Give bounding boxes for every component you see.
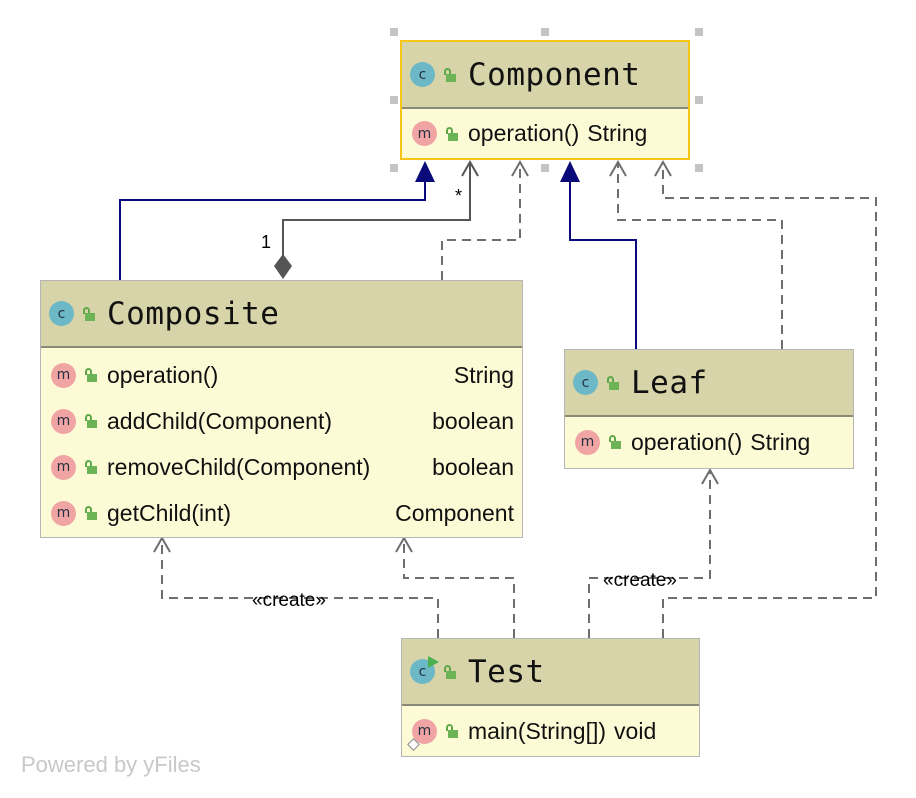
run-icon — [428, 656, 439, 668]
method-return-type: boolean — [432, 407, 514, 434]
public-lock-icon — [608, 435, 621, 449]
create-test-composite[interactable] — [153, 535, 439, 638]
class-name: Composite — [107, 295, 280, 332]
generalization-leaf-component[interactable] — [560, 161, 637, 349]
dependency-test-component[interactable] — [654, 159, 877, 638]
method-icon: m — [51, 500, 76, 526]
class-composite[interactable]: c Composite m operation() String m addCh… — [40, 280, 523, 538]
public-lock-icon — [445, 126, 458, 141]
dependency-test-composite[interactable] — [395, 535, 515, 638]
method-icon: m — [412, 121, 437, 146]
public-lock-icon — [84, 414, 97, 428]
class-header: c Component — [402, 42, 688, 109]
method-row[interactable]: m operation() String — [402, 109, 688, 158]
generalization-composite-component[interactable] — [119, 161, 435, 280]
aggregation-composite-component[interactable] — [274, 159, 479, 279]
selection-handle[interactable] — [695, 96, 703, 104]
method-icon: m — [51, 362, 76, 388]
public-lock-icon — [443, 664, 456, 679]
class-icon: c — [49, 301, 74, 326]
method-row[interactable]: m getChild(int) Component — [41, 490, 522, 536]
multiplicity-source: 1 — [261, 232, 272, 252]
method-return-type: String — [453, 361, 514, 388]
method-name: getChild(int) — [107, 499, 231, 526]
method-icon: m — [575, 429, 600, 455]
public-lock-icon — [445, 724, 458, 738]
class-header: c Leaf — [565, 350, 853, 417]
class-test[interactable]: c Test m main(String[]) void — [401, 638, 700, 757]
public-lock-icon — [82, 306, 95, 321]
method-name: addChild(Component) — [107, 407, 333, 434]
selection-handle[interactable] — [390, 96, 398, 104]
class-component[interactable]: c Component m operation() String — [400, 40, 690, 160]
selection-handle[interactable] — [695, 164, 703, 172]
method-row[interactable]: m addChild(Component) boolean — [41, 398, 522, 444]
method-icon-letter: m — [417, 723, 432, 739]
method-name: removeChild(Component) — [107, 453, 371, 480]
create-label-right: «create» — [603, 570, 677, 591]
class-name: Component — [468, 56, 641, 93]
method-return-type: String — [750, 428, 811, 455]
method-return-type: String — [587, 120, 648, 146]
selection-handle[interactable] — [541, 28, 549, 36]
class-name: Test — [468, 653, 545, 690]
dependency-composite-component[interactable] — [441, 159, 529, 280]
class-leaf[interactable]: c Leaf m operation() String — [564, 349, 854, 469]
class-header: c Test — [402, 639, 699, 706]
method-icon: m — [407, 718, 437, 751]
method-return-type: Component — [395, 499, 514, 526]
method-row[interactable]: m main(String[]) void — [402, 706, 699, 756]
powered-by-footer: Powered by yFiles — [21, 752, 201, 777]
public-lock-icon — [443, 67, 456, 82]
public-lock-icon — [84, 368, 97, 382]
dependency-leaf-component[interactable] — [609, 159, 783, 349]
class-icon-letter: c — [418, 663, 427, 680]
method-row[interactable]: m operation() String — [41, 352, 522, 398]
method-row[interactable]: m operation() String — [565, 417, 853, 467]
public-lock-icon — [84, 460, 97, 474]
method-icon: m — [51, 454, 76, 480]
class-name: Leaf — [631, 364, 708, 401]
class-header: c Composite — [41, 281, 522, 348]
create-label-left: «create» — [252, 590, 326, 611]
method-name: operation() — [631, 428, 743, 455]
method-return-type: void — [614, 717, 657, 744]
static-icon — [407, 737, 420, 751]
method-name: operation() — [107, 361, 219, 388]
method-return-type: boolean — [432, 453, 514, 480]
public-lock-icon — [606, 375, 619, 390]
public-lock-icon — [84, 506, 97, 520]
class-icon: c — [410, 656, 439, 684]
method-name: operation() — [468, 120, 580, 146]
create-test-leaf[interactable] — [588, 467, 719, 638]
multiplicity-target: * — [455, 186, 463, 206]
class-icon: c — [573, 370, 598, 395]
selection-handle[interactable] — [390, 28, 398, 36]
selection-handle[interactable] — [541, 164, 549, 172]
selection-handle[interactable] — [695, 28, 703, 36]
method-name: main(String[]) — [468, 717, 607, 744]
method-row[interactable]: m removeChild(Component) boolean — [41, 444, 522, 490]
class-icon: c — [410, 62, 435, 87]
method-icon: m — [51, 408, 76, 434]
selection-handle[interactable] — [390, 164, 398, 172]
